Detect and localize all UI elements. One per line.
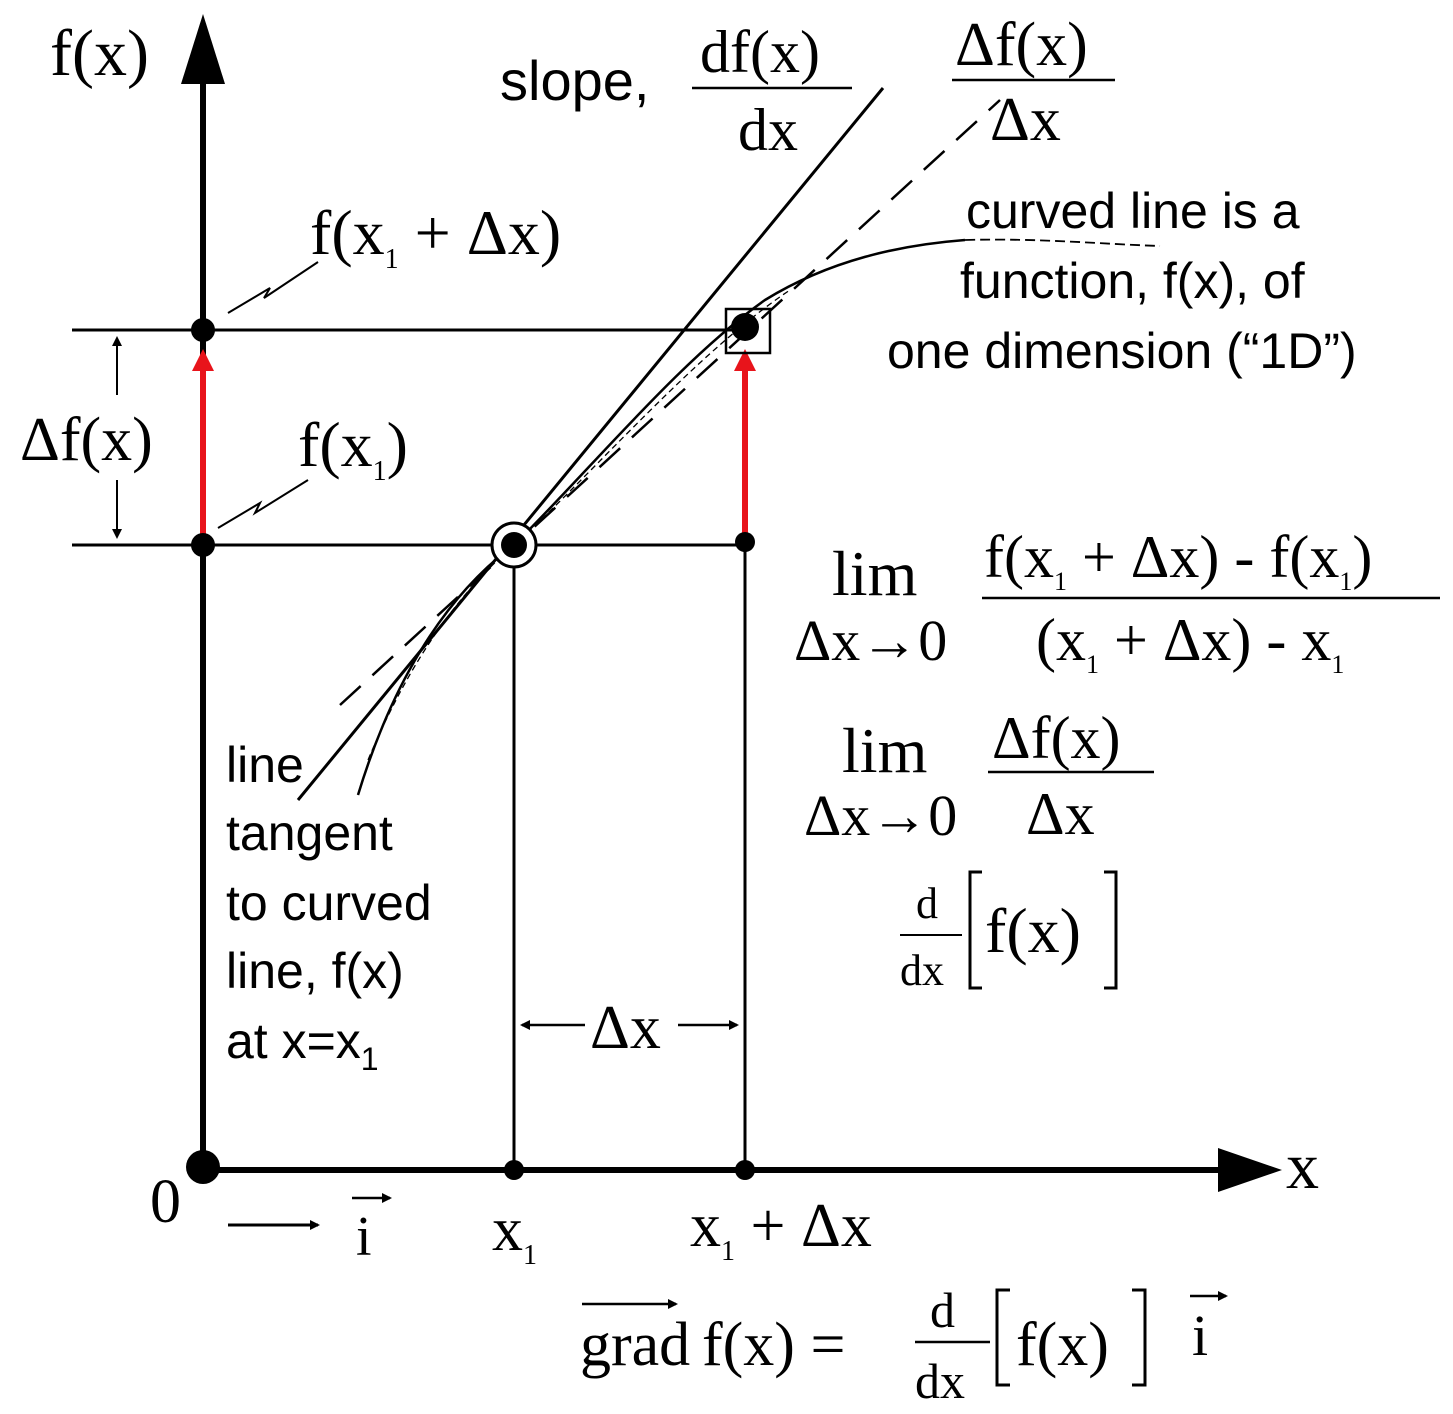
secant-den: Δx bbox=[990, 86, 1061, 154]
grad-d-num: d bbox=[930, 1282, 955, 1338]
grad-word: grad bbox=[580, 1311, 690, 1379]
limit2-num: Δf(x) bbox=[992, 705, 1121, 771]
label-f-x1: f(x1) bbox=[298, 409, 408, 487]
curve-note-line-1: curved line is a bbox=[966, 183, 1300, 239]
limit2-den: Δx bbox=[1026, 781, 1095, 847]
tick-x1-plus-dx bbox=[735, 1160, 755, 1180]
label-i-vector: i bbox=[356, 1206, 372, 1268]
tangent-note-line-1: line bbox=[226, 737, 304, 793]
tangent-note-line-2: tangent bbox=[226, 805, 393, 861]
label-f-x1-plus-dx: f(x1 + Δx) bbox=[310, 197, 561, 275]
tangent-note-line-4: line, f(x) bbox=[226, 943, 404, 999]
derivative-body: f(x) bbox=[985, 895, 1081, 966]
derivative-bracket-right bbox=[1104, 870, 1118, 990]
point-x1-tangency bbox=[501, 532, 527, 558]
grad-i-vector: i bbox=[1192, 1303, 1208, 1368]
curve-note-line-2: function, f(x), of bbox=[960, 253, 1305, 309]
point-right-lower bbox=[735, 532, 755, 552]
limit1-lim: lim bbox=[832, 538, 917, 609]
point-secant-box bbox=[724, 307, 772, 355]
origin-label: 0 bbox=[150, 1168, 181, 1236]
leader-f-x1 bbox=[217, 479, 309, 529]
grad-bracket-right bbox=[1132, 1288, 1147, 1387]
function-curve-sketch bbox=[367, 289, 791, 761]
tick-x1 bbox=[504, 1160, 524, 1180]
slope-num: df(x) bbox=[700, 19, 820, 85]
slope-prefix: slope, bbox=[500, 49, 649, 112]
limit2-lim: lim bbox=[842, 715, 927, 786]
grad-bracket-left bbox=[995, 1288, 1010, 1387]
tangent-line bbox=[296, 87, 885, 801]
point-f-x1 bbox=[191, 533, 215, 557]
curve-note-line-3: one dimension (“1D”) bbox=[887, 323, 1357, 379]
slope-den: dx bbox=[738, 97, 798, 163]
y-axis-label: f(x) bbox=[50, 17, 149, 90]
limit1-cond: Δx→0 bbox=[794, 608, 947, 673]
point-f-x1-plus-dx bbox=[191, 318, 215, 342]
label-delta-x: Δx bbox=[590, 994, 661, 1062]
grad-lhs: f(x) = bbox=[702, 1311, 845, 1379]
grad-d-den: dx bbox=[915, 1353, 965, 1409]
tangent-note-line-3: to curved bbox=[226, 875, 432, 931]
curve-extension-dashed bbox=[964, 238, 1161, 247]
label-delta-f: Δf(x) bbox=[20, 406, 153, 474]
tangent-note-line-5: at x=x1 bbox=[226, 1013, 379, 1077]
grad-body: f(x) bbox=[1016, 1311, 1109, 1379]
limit1-num: f(x1 + Δx) - f(x1) bbox=[984, 524, 1372, 596]
label-x1: x1 bbox=[492, 1196, 537, 1271]
origin-point bbox=[186, 1150, 220, 1184]
derivative-d-num: d bbox=[916, 879, 938, 928]
label-x1-plus-dx: x1 + Δx bbox=[690, 1192, 872, 1267]
point-secant-end bbox=[731, 313, 759, 341]
leader-f-x1-plus-dx bbox=[227, 261, 319, 314]
x-axis-label: x bbox=[1286, 1130, 1319, 1203]
secant-line bbox=[339, 99, 1001, 706]
x-axis-arrowhead bbox=[1218, 1148, 1282, 1192]
limit1-den: (x1 + Δx) - x1 bbox=[1036, 607, 1344, 679]
derivative-d-den: dx bbox=[900, 946, 944, 995]
y-axis-arrowhead bbox=[181, 14, 225, 84]
secant-num: Δf(x) bbox=[955, 11, 1088, 79]
function-curve bbox=[356, 238, 966, 796]
derivative-bracket-left bbox=[968, 870, 982, 990]
limit2-cond: Δx→0 bbox=[804, 783, 957, 848]
